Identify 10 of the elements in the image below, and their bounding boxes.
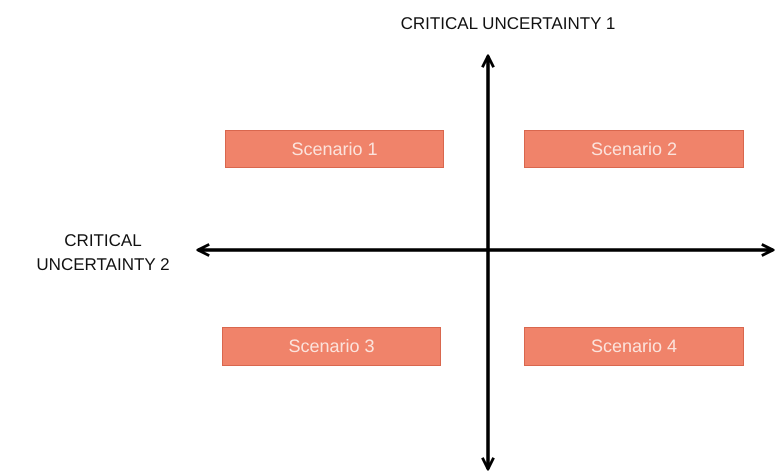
scenario-label: Scenario 4 xyxy=(590,336,678,357)
scenario-label: Scenario 1 xyxy=(291,138,378,160)
scenario-box xyxy=(222,327,441,366)
scenario-label: Scenario 3 xyxy=(288,336,375,357)
scenario-box xyxy=(225,130,444,168)
axis-label: CRITICAL UNCERTAINTY 1 xyxy=(400,13,616,35)
scenario-box xyxy=(524,130,744,168)
axis-label: CRITICAL UNCERTAINTY 2 xyxy=(35,230,171,276)
scenario-box xyxy=(524,327,744,366)
scenario-label: Scenario 2 xyxy=(590,138,678,160)
